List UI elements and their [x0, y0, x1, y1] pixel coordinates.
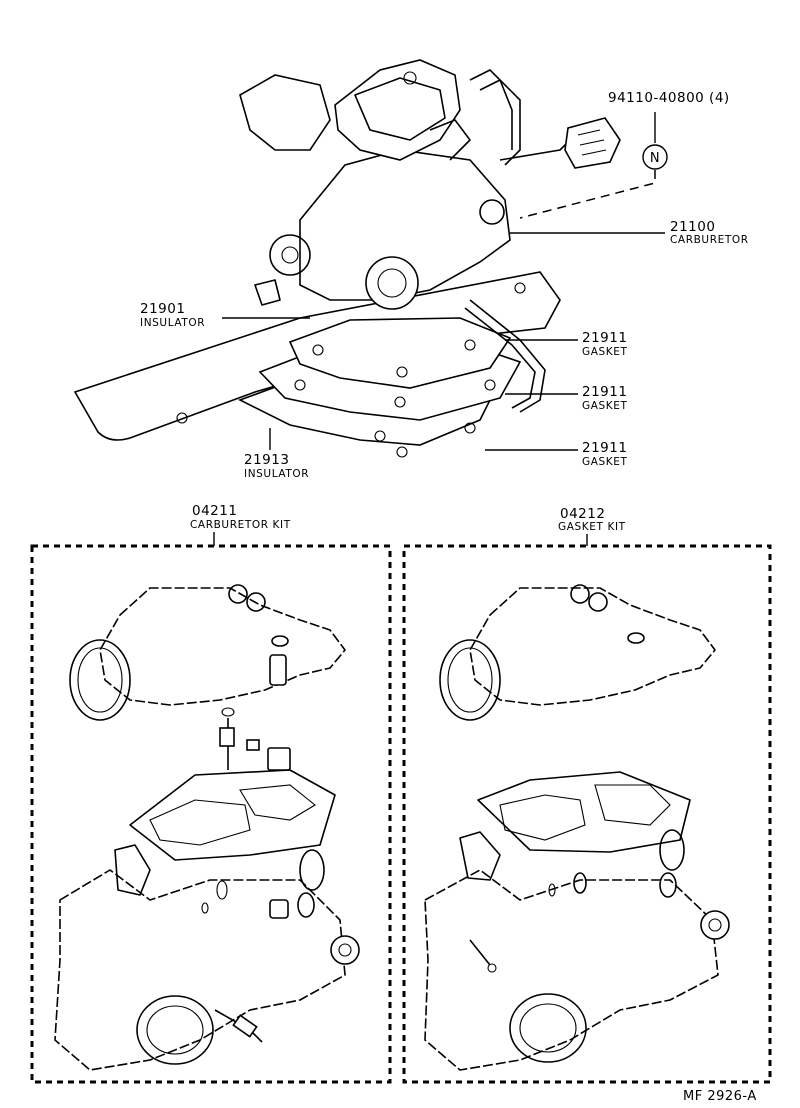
- vacuum-tube: [479, 79, 513, 150]
- part-name: INSULATOR: [140, 317, 205, 329]
- part-name: CARBURETOR: [670, 234, 749, 246]
- o-ring-large: [659, 829, 685, 871]
- callout-21913: 21913 INSULATOR: [244, 428, 309, 480]
- linkage-lever: [254, 279, 281, 306]
- carb-venturi: [69, 639, 131, 721]
- linkage-rod: [469, 939, 491, 966]
- part-name: GASKET: [582, 346, 628, 358]
- part-number: 21901: [140, 301, 185, 317]
- gasket-port: [149, 799, 251, 846]
- gasket-port: [239, 784, 316, 821]
- screw: [246, 739, 260, 751]
- callout-21911-a: 21911 GASKET: [505, 330, 628, 358]
- vacuum-diaphragm: [365, 256, 419, 310]
- air-horn-nut: [403, 71, 417, 85]
- o-ring-large: [299, 849, 325, 891]
- o-ring: [570, 584, 590, 604]
- flange-gasket: [114, 844, 151, 896]
- kit-name: CARBURETOR KIT: [190, 519, 291, 531]
- electrical-connector: [564, 117, 621, 169]
- part-number: 21100: [670, 219, 715, 235]
- o-ring: [246, 592, 266, 612]
- figure-code: MF 2926-A: [683, 1089, 757, 1104]
- part-number: 21911: [582, 330, 627, 346]
- part-name: INSULATOR: [244, 468, 309, 480]
- marker-circle: [642, 144, 668, 170]
- kit-04211: 04211 CARBURETOR KIT: [30, 503, 392, 1084]
- vacuum-tube: [469, 69, 521, 166]
- choke-diaphragm: [269, 234, 311, 276]
- carburetor-top-cover: [334, 59, 461, 161]
- gasket-port: [594, 784, 671, 826]
- carb-body-outline: [424, 869, 719, 1071]
- washer: [271, 635, 289, 647]
- carb-top-outline: [99, 587, 346, 706]
- diaphragm-housing: [700, 910, 730, 940]
- solenoid-valve: [479, 199, 505, 225]
- carb-venturi: [439, 639, 501, 721]
- gasket-holes: [294, 339, 496, 458]
- carb-base-gasket: [477, 771, 691, 853]
- carb-top-outline: [469, 587, 716, 706]
- gasket-21911-top: [288, 317, 512, 389]
- o-ring: [588, 592, 608, 612]
- kit-boundary: [402, 544, 772, 1084]
- throttle-linkage: [239, 74, 331, 151]
- part-number: 94110-40800 (4): [608, 90, 730, 106]
- part-number: 21911: [582, 384, 627, 400]
- plate-hole: [514, 282, 526, 294]
- gasket-port: [499, 794, 586, 841]
- o-ring-small: [659, 872, 677, 898]
- carb-base-gasket: [129, 769, 336, 861]
- carb-body-outline: [54, 869, 346, 1071]
- part-name: GASKET: [582, 456, 628, 468]
- plate-hole: [176, 412, 188, 424]
- part-number: 21913: [244, 452, 289, 468]
- jet-body: [219, 727, 235, 747]
- small-washer: [221, 707, 235, 717]
- kit-number: 04211: [192, 503, 237, 519]
- kit-number: 04212: [560, 506, 605, 522]
- carburetor-assembly-drawing: [73, 59, 621, 458]
- jet-assembly: [267, 747, 291, 771]
- callout-21100: 21100 CARBURETOR: [510, 219, 749, 246]
- callout-21901: 21901 INSULATOR: [140, 301, 310, 329]
- o-ring: [228, 584, 248, 604]
- flange-gasket: [459, 831, 501, 881]
- check-valve: [269, 654, 287, 686]
- kit-boundary: [30, 544, 392, 1084]
- marker-letter: N: [650, 151, 660, 166]
- kit-name: GASKET KIT: [558, 521, 626, 533]
- callout-21911-b: 21911 GASKET: [505, 384, 628, 412]
- idle-screw-head: [232, 1014, 258, 1038]
- kit-04212: 04212 GASKET KIT: [402, 506, 772, 1084]
- o-ring-small: [297, 892, 315, 918]
- part-name: GASKET: [582, 400, 628, 412]
- diaphragm-housing: [330, 935, 360, 965]
- o-ring: [573, 872, 587, 894]
- washer: [627, 632, 645, 644]
- throttle-bore: [509, 993, 587, 1063]
- callout-94110: 94110-40800 (4) N: [519, 90, 730, 219]
- fuel-pipe: [469, 299, 546, 413]
- part-number: 21911: [582, 440, 627, 456]
- callout-21911-c: 21911 GASKET: [485, 440, 628, 468]
- throttle-bore: [136, 995, 214, 1065]
- fuel-line: [429, 119, 471, 161]
- plug: [269, 899, 289, 919]
- fuel-pipe: [464, 307, 536, 409]
- air-horn: [354, 77, 446, 141]
